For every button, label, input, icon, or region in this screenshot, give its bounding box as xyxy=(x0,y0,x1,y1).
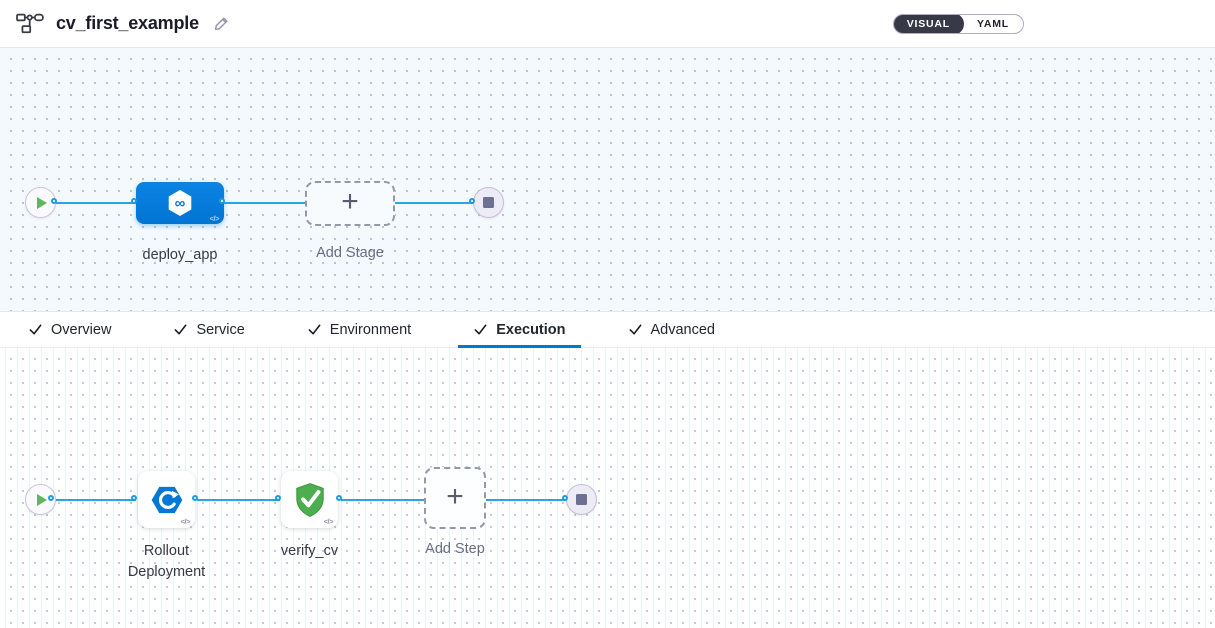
toggle-yaml[interactable]: YAML xyxy=(977,17,1009,30)
step-code-icon[interactable]: </> xyxy=(180,517,191,526)
tab-label: Service xyxy=(196,321,245,338)
tab-execution[interactable]: Execution xyxy=(458,312,581,348)
add-step-label[interactable]: Add Step xyxy=(425,541,485,557)
connector-line xyxy=(53,499,136,501)
play-icon xyxy=(37,493,47,506)
stop-icon xyxy=(576,494,587,505)
stop-icon xyxy=(483,197,494,208)
tab-environment[interactable]: Environment xyxy=(292,312,426,347)
add-stage-button[interactable]: + xyxy=(305,181,395,226)
add-step-button[interactable]: + xyxy=(424,467,486,529)
pipeline-end-node[interactable] xyxy=(473,187,504,218)
connector-dot[interactable] xyxy=(130,494,137,501)
connector-dot[interactable] xyxy=(274,494,281,501)
verify-shield-icon xyxy=(295,482,324,517)
step-label-rollout[interactable]: Rollout Deployment xyxy=(127,543,206,580)
stage-canvas[interactable]: ∞ </> + deploy_app Add Stage xyxy=(0,48,1215,311)
execution-step-canvas[interactable]: </> </> + Rollout Deployment verify_cv A… xyxy=(0,348,1215,628)
connector-dot[interactable] xyxy=(50,197,57,204)
connector-line xyxy=(56,202,136,204)
cd-stage-icon: ∞ xyxy=(168,190,192,216)
edit-title-button[interactable] xyxy=(213,15,230,32)
check-icon xyxy=(629,324,641,335)
tab-overview[interactable]: Overview xyxy=(13,312,126,347)
tab-service[interactable]: Service xyxy=(158,312,259,347)
connector-dot[interactable] xyxy=(191,494,198,501)
stage-config-tabs: Overview Service Environment Execution A… xyxy=(0,311,1215,348)
tab-label: Environment xyxy=(329,321,412,338)
pipeline-header: cv_first_example VISUAL YAML xyxy=(0,0,1215,48)
connector-dot[interactable] xyxy=(468,197,475,204)
svg-text:∞: ∞ xyxy=(175,195,186,212)
check-icon xyxy=(308,324,321,335)
check-icon xyxy=(174,324,187,335)
pencil-icon xyxy=(214,17,228,31)
connector-dot[interactable] xyxy=(218,197,225,204)
tab-label: Execution xyxy=(496,321,566,338)
connector-dot[interactable] xyxy=(47,494,54,501)
stage-node-deploy-app[interactable]: ∞ </> xyxy=(136,182,224,224)
stage-code-icon[interactable]: </> xyxy=(209,214,220,223)
pipeline-start-node[interactable] xyxy=(25,187,56,218)
tab-label: Advanced xyxy=(650,321,716,338)
play-icon xyxy=(37,196,47,209)
step-code-icon[interactable]: </> xyxy=(323,517,334,526)
pipeline-flowchart-icon xyxy=(16,12,44,36)
connector-line xyxy=(197,499,280,501)
check-icon xyxy=(29,324,42,335)
plus-icon: + xyxy=(341,185,359,218)
step-node-rollout-deployment[interactable]: </> xyxy=(138,471,195,528)
connector-dot[interactable] xyxy=(335,494,342,501)
tab-advanced[interactable]: Advanced xyxy=(613,312,731,347)
connector-dot[interactable] xyxy=(561,494,568,501)
step-label-verify-cv[interactable]: verify_cv xyxy=(280,543,339,559)
step-node-verify-cv[interactable]: </> xyxy=(281,471,338,528)
rollout-deployment-icon xyxy=(151,486,182,513)
add-stage-label[interactable]: Add Stage xyxy=(316,245,384,261)
execution-end-node[interactable] xyxy=(566,484,597,515)
toggle-visual[interactable]: VISUAL xyxy=(893,14,965,33)
plus-icon: + xyxy=(446,479,464,513)
connector-dot[interactable] xyxy=(130,197,137,204)
visual-yaml-toggle[interactable]: VISUAL YAML xyxy=(892,13,1024,34)
stage-label[interactable]: deploy_app xyxy=(142,247,218,263)
check-icon xyxy=(474,324,487,335)
pipeline-title: cv_first_example xyxy=(56,13,199,33)
tab-label: Overview xyxy=(51,321,112,338)
